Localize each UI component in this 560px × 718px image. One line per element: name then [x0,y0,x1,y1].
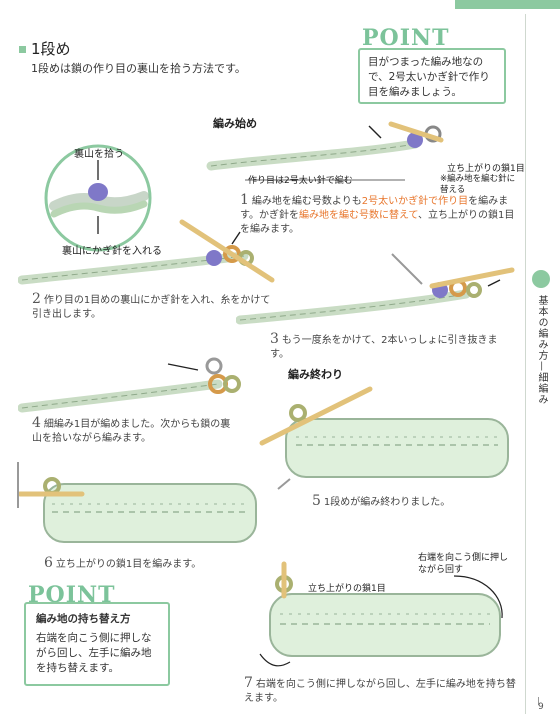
step-number: 3 [270,331,279,347]
step-2-body: 作り目の1目めの裏山にかぎ針を入れ、糸をかけて引き出します。 [32,295,271,320]
needle-note-label: ※編み地を編む針に替える [440,174,516,195]
chain-label: 作り目は2号太い針で編む [248,176,353,186]
step-number: 2 [32,291,41,307]
point-bottom-text: 右端を向こう側に押しながら回し、左手に編み地を持ち替えます。 [36,632,152,674]
step-1-pre: 編み地を編む号数よりも [251,196,362,207]
step-7-body: 右端を向こう側に押しながら回し、左手に編み地を持ち替えます。 [244,679,516,704]
point-top-box: 目がつまった編み地なので、2号太いかぎ針で作り目を編みましょう。 [358,48,506,104]
title-bullet [19,46,26,53]
chapter-tab-dot [532,270,550,288]
sidebar-rule [525,14,526,714]
start-heading: 編み始め [213,117,257,130]
step-1-post: 、立ち上がりの鎖1目を編みます。 [240,210,515,235]
top-accent-bar [455,0,560,9]
step-number: 4 [32,415,41,431]
step-3-body: もう一度糸をかけて、2本いっしょに引き抜きます。 [270,335,498,360]
step3-diagram [236,253,515,325]
step7-diagram [259,561,503,667]
section-title-text: 1段め [31,40,71,58]
circle-bottom-label: 裏山にかぎ針を入れる [62,246,162,257]
step-5-body: 1段めが編み終わりました。 [323,497,451,508]
step-1-mid: を編みます。かぎ針を [240,196,509,221]
step-number: 5 [312,493,321,509]
point-bottom-title: 編み地の持ち替え方 [36,613,131,625]
step-number: 7 [244,675,253,691]
step6-diagram [17,462,257,543]
page-number-rule [538,697,539,705]
diagram7-raise-label: 立ち上がりの鎖1目 [308,584,386,594]
step-1-highlight-1: 2号太いかぎ針で作り目 [361,196,469,207]
raise-label: 立ち上がりの鎖1目 [447,164,525,174]
step-number: 1 [240,192,249,208]
chapter-label: 基本の編み方—細編み [536,295,547,405]
end-heading: 編み終わり [288,368,343,381]
step-6-body: 立ち上がりの鎖1目を編みます。 [55,559,202,570]
point-bottom-box: 編み地の持ち替え方 右端を向こう側に押しながら回し、左手に編み地を持ち替えます。 [24,602,170,686]
section-subtitle: 1段めは鎖の作り目の裏山を拾う方法です。 [31,62,246,75]
step5-diagram [259,386,509,490]
push-label: 右端を向こう側に押しながら回す [418,553,509,575]
step4-diagram [18,357,241,413]
point-top-text: 目がつまった編み地なので、2号太いかぎ針で作り目を編みましょう。 [368,56,490,98]
step1-diagram [206,121,444,181]
step2-diagram [18,219,275,285]
point-top-label: POINT [362,25,450,51]
section-title: 1段め [19,38,71,59]
back-loop-circle-diagram [44,144,152,252]
step-4-body: 細編み1目が編めました。次からも鎖の裏山を拾いながら編みます。 [32,419,231,444]
step-number: 6 [44,555,53,571]
circle-top-label: 裏山を拾う [74,149,124,160]
page-number: 9 [538,702,544,712]
step-1-highlight-2: 編み地を編む号数に替えて [299,210,418,221]
